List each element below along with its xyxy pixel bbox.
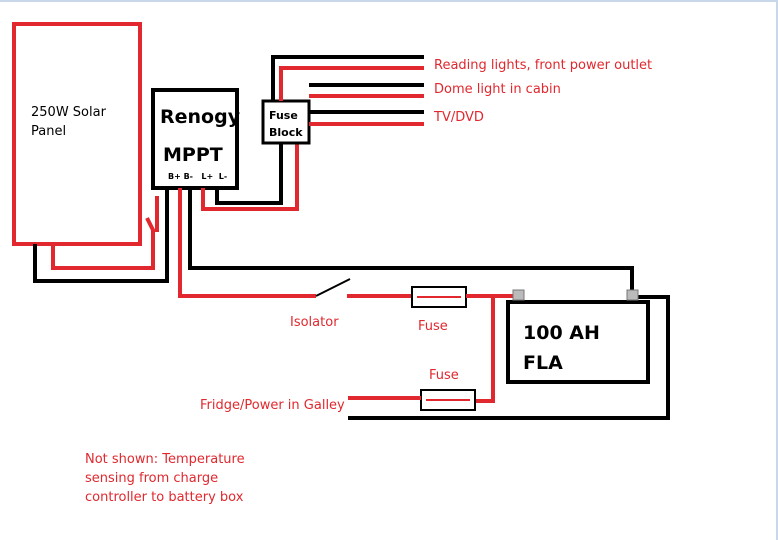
fuse-block-label: Fuse Block <box>269 107 303 141</box>
output-reading-lights: Reading lights, front power outlet <box>434 58 653 73</box>
battery-negative-wire <box>188 188 634 293</box>
battery-positive-terminal <box>512 289 525 301</box>
note-text: Not shown: Temperature sensing from char… <box>85 450 245 507</box>
battery-box <box>506 300 650 384</box>
controller-subtitle: MPPT <box>163 144 223 166</box>
panel-negative-wire <box>33 188 169 283</box>
solar-panel-label: 250W Solar Panel <box>31 103 106 141</box>
fuse-block-label-line2: Block <box>269 126 303 139</box>
galley-positive-feed <box>476 296 495 403</box>
battery-label: 100 AH FLA <box>523 318 600 378</box>
battery-negative-terminal <box>626 289 639 301</box>
load-positive-wire <box>201 143 299 211</box>
controller-title: Renogy <box>160 106 241 128</box>
solar-panel-label-line2: Panel <box>31 124 67 139</box>
controller-box <box>151 88 239 190</box>
fuse-top-label: Fuse <box>418 319 448 334</box>
note-line2: sensing from charge <box>85 471 219 486</box>
fuse-block-negative-bus <box>271 55 424 101</box>
load-negative-wire <box>215 143 283 205</box>
output-tv-dvd: TV/DVD <box>434 110 484 125</box>
solar-panel-label-line1: 250W Solar <box>31 105 106 120</box>
battery-negative-return <box>348 295 670 420</box>
battery-label-line2: FLA <box>523 352 563 374</box>
fuse-block-box <box>261 99 311 145</box>
note-line3: controller to battery box <box>85 490 244 505</box>
note-line1: Not shown: Temperature <box>85 452 245 467</box>
fuse-bottom-label: Fuse <box>429 368 459 383</box>
battery-positive-wire <box>178 188 316 298</box>
solar-panel-box <box>12 22 142 246</box>
battery-label-line1: 100 AH <box>523 322 600 344</box>
galley-label: Fridge/Power in Galley <box>200 398 345 413</box>
controller-terminals: B+ B- L+ L- <box>168 172 228 181</box>
panel-positive-wire <box>51 217 155 270</box>
output-dome-light: Dome light in cabin <box>434 82 561 97</box>
fuse-block-label-line1: Fuse <box>269 109 298 122</box>
fuse-block-positive-feed <box>279 66 424 101</box>
isolator-switch <box>315 278 351 297</box>
isolator-label: Isolator <box>290 315 339 330</box>
